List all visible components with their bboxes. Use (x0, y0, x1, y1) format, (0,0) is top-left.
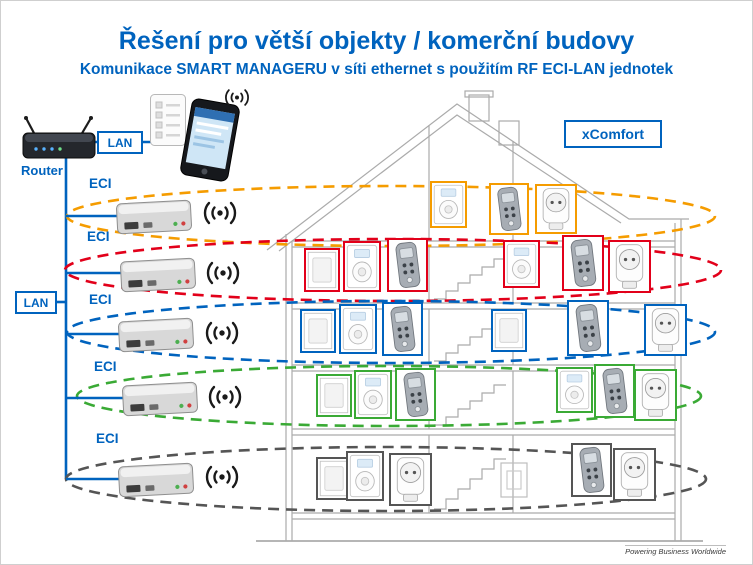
page-subtitle: Komunikace SMART MANAGERU v síti etherne… (79, 61, 674, 78)
wifi-signal-icon (220, 87, 254, 108)
device-remote (387, 238, 428, 292)
eci-label-floor-2: ECI (89, 292, 112, 307)
device-plug (389, 453, 432, 506)
eci-label-attic: ECI (89, 176, 112, 191)
eci-lan-unit-floor-3 (117, 251, 199, 299)
device-controller (503, 240, 540, 288)
eci-lan-unit-floor-2 (115, 311, 197, 359)
router-label: Router (21, 163, 63, 178)
device-controller (354, 370, 392, 419)
device-remote (567, 300, 609, 356)
device-switch (300, 309, 336, 353)
eci-lan-unit-ground (115, 456, 197, 504)
device-plug (644, 304, 687, 356)
device-remote (395, 368, 436, 421)
device-controller (346, 451, 384, 501)
lan-label-top: LAN (97, 131, 143, 154)
rf-signal-icon (200, 259, 246, 287)
device-controller (430, 181, 467, 228)
device-remote (594, 364, 635, 418)
page-title: Řešení pro větší objekty / komerční budo… (118, 27, 635, 55)
device-plug (634, 369, 677, 421)
device-switch (316, 374, 352, 417)
device-plug (613, 448, 656, 501)
eci-lan-unit-floor-1 (119, 375, 201, 423)
rf-signal-icon (202, 383, 248, 411)
device-controller (556, 367, 593, 413)
eci-label-floor-1: ECI (94, 359, 117, 374)
router-image (21, 115, 97, 161)
device-remote (571, 443, 612, 497)
smartphone-image (175, 96, 244, 185)
lan-label-left: LAN (15, 291, 57, 314)
device-controller (339, 304, 377, 354)
eci-lan-unit-attic (113, 193, 195, 241)
device-remote (562, 235, 604, 291)
device-remote (489, 183, 529, 235)
device-controller (343, 241, 381, 292)
xcomfort-label: xComfort (564, 120, 662, 148)
eci-label-floor-3: ECI (87, 229, 110, 244)
rf-signal-icon (197, 199, 243, 227)
device-remote (382, 302, 423, 356)
device-plug (535, 184, 577, 234)
device-switch (304, 248, 340, 292)
device-plug (608, 240, 651, 293)
rf-signal-icon (199, 319, 245, 347)
footer-tagline: Powering Business Worldwide (625, 545, 726, 556)
rf-signal-icon (199, 463, 245, 491)
smart-manager-device (149, 93, 187, 147)
device-switch (491, 309, 527, 352)
eci-label-ground: ECI (96, 431, 119, 446)
